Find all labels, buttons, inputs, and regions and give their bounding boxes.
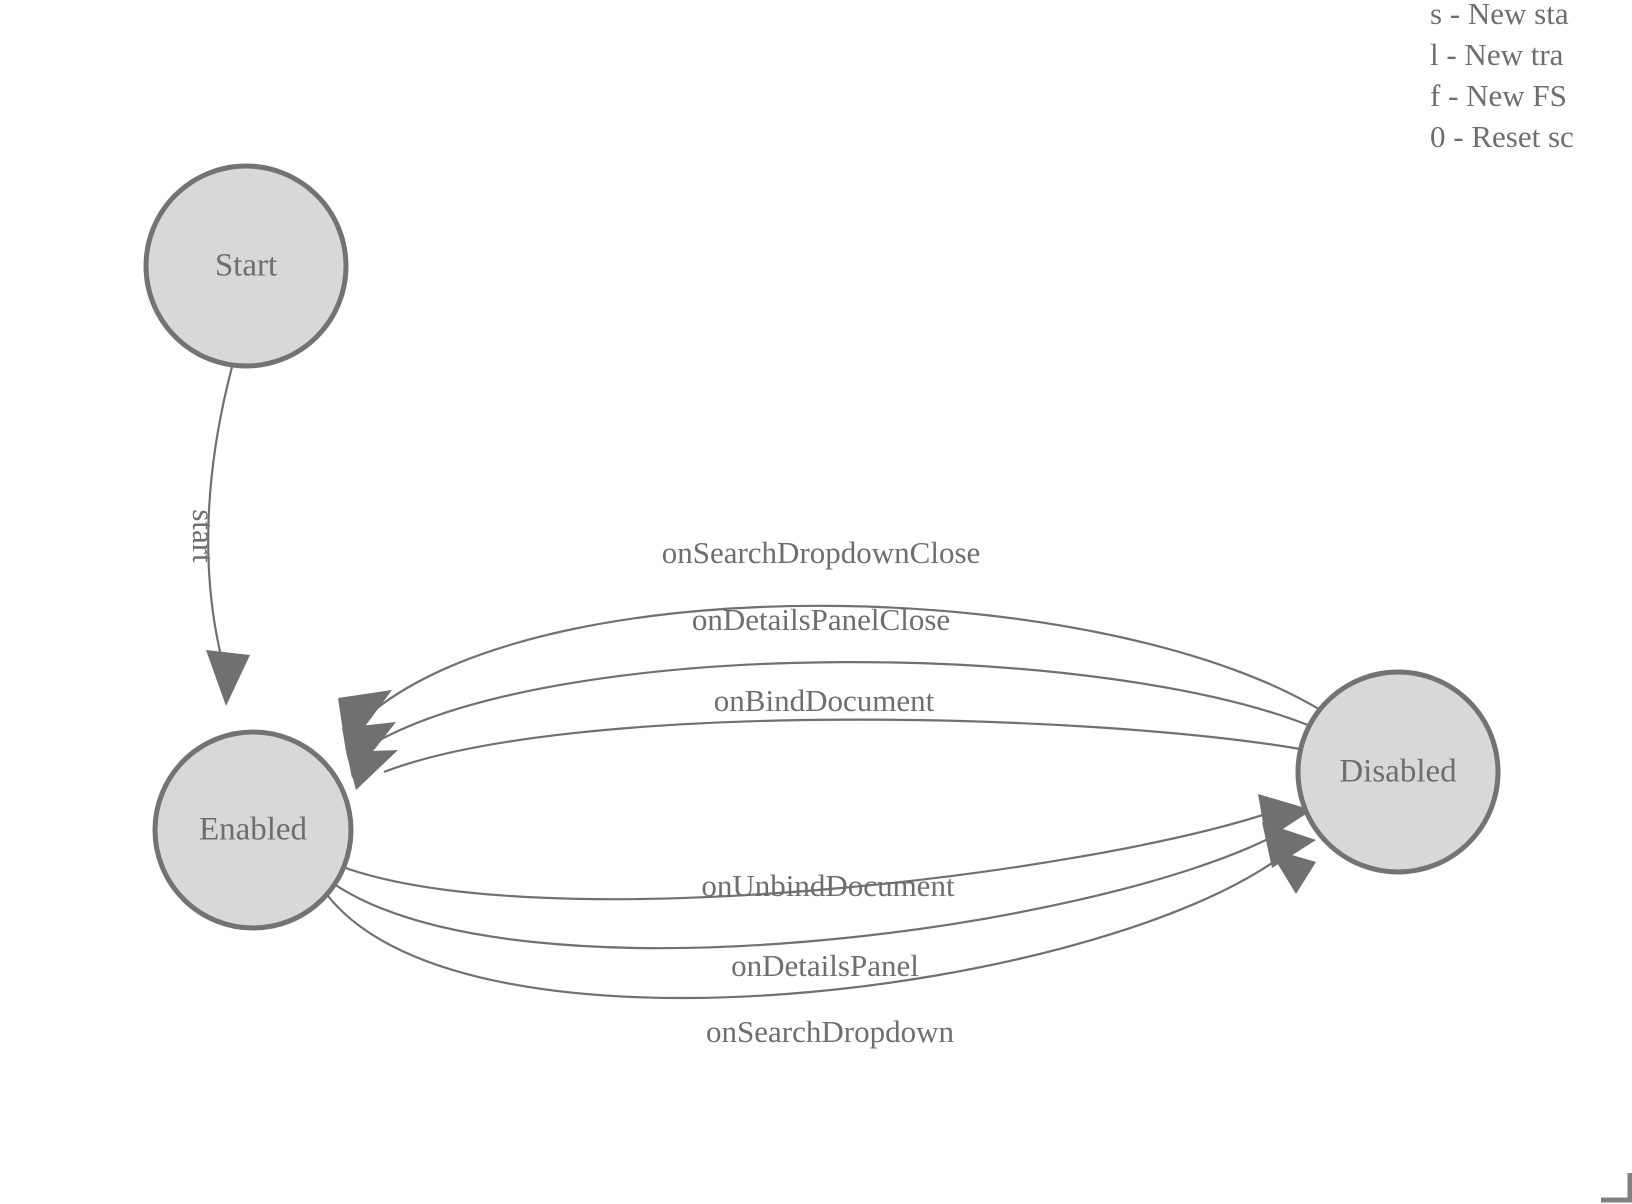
node-enabled-label: Enabled xyxy=(199,812,308,848)
edge-enabled-to-disabled-onsearchdropdown[interactable] xyxy=(327,848,1316,1000)
node-start[interactable]: Start xyxy=(143,163,349,369)
edge-label-start: start xyxy=(186,509,221,563)
edge-label-ondetailspanel: onDetailsPanel xyxy=(731,948,919,983)
corner-mark-shape xyxy=(1601,1173,1632,1203)
node-start-circle[interactable] xyxy=(143,163,349,369)
edge-label-onsearchdropdown: onSearchDropdown xyxy=(706,1014,954,1049)
node-start-label: Start xyxy=(215,248,277,284)
edge-path-onunbinddocument xyxy=(339,810,1273,901)
edge-path-ondetailspanelclose xyxy=(375,661,1321,743)
legend-line-new-state: s - New sta xyxy=(1430,0,1569,31)
edge-path-onsearchdropdown xyxy=(327,855,1283,1000)
edge-arrowhead-onbinddocument xyxy=(346,750,398,790)
node-group: Start Enabled Disabled xyxy=(143,163,1501,931)
edge-path-onsearchdropdownclose xyxy=(371,604,1331,717)
legend-line-reset-scale: 0 - Reset sc xyxy=(1430,119,1574,154)
edge-label-ondetailspanelclose: onDetailsPanelClose xyxy=(692,602,950,637)
edge-path-start xyxy=(207,366,234,661)
edge-start-to-enabled[interactable] xyxy=(206,366,250,706)
legend-line-new-transition: l - New tra xyxy=(1430,37,1564,72)
edge-arrowhead-onsearchdropdown xyxy=(1268,848,1316,894)
edge-path-ondetailspanel xyxy=(333,835,1275,950)
legend-overlay: s - New sta l - New tra f - New FS 0 - R… xyxy=(1430,0,1574,154)
node-disabled-circle[interactable] xyxy=(1295,669,1501,875)
edge-disabled-to-enabled-onbinddocument[interactable] xyxy=(346,718,1307,790)
edge-arrowhead-start xyxy=(206,650,250,706)
edge-label-onbinddocument: onBindDocument xyxy=(714,683,935,718)
edge-label-onunbinddocument: onUnbindDocument xyxy=(701,868,955,903)
edge-label-group: start onSearchDropdownClose onDetailsPan… xyxy=(186,509,980,1049)
node-enabled[interactable]: Enabled xyxy=(152,729,354,931)
legend-line-new-fsm: f - New FS xyxy=(1430,78,1567,113)
node-enabled-circle[interactable] xyxy=(152,729,354,931)
edge-label-onsearchdropdownclose: onSearchDropdownClose xyxy=(662,535,981,570)
node-disabled-label: Disabled xyxy=(1339,754,1457,790)
edge-group xyxy=(206,366,1331,1000)
canvas-resize-corner[interactable] xyxy=(1601,1173,1632,1203)
edge-path-onbinddocument xyxy=(383,718,1307,774)
node-disabled[interactable]: Disabled xyxy=(1295,669,1501,875)
